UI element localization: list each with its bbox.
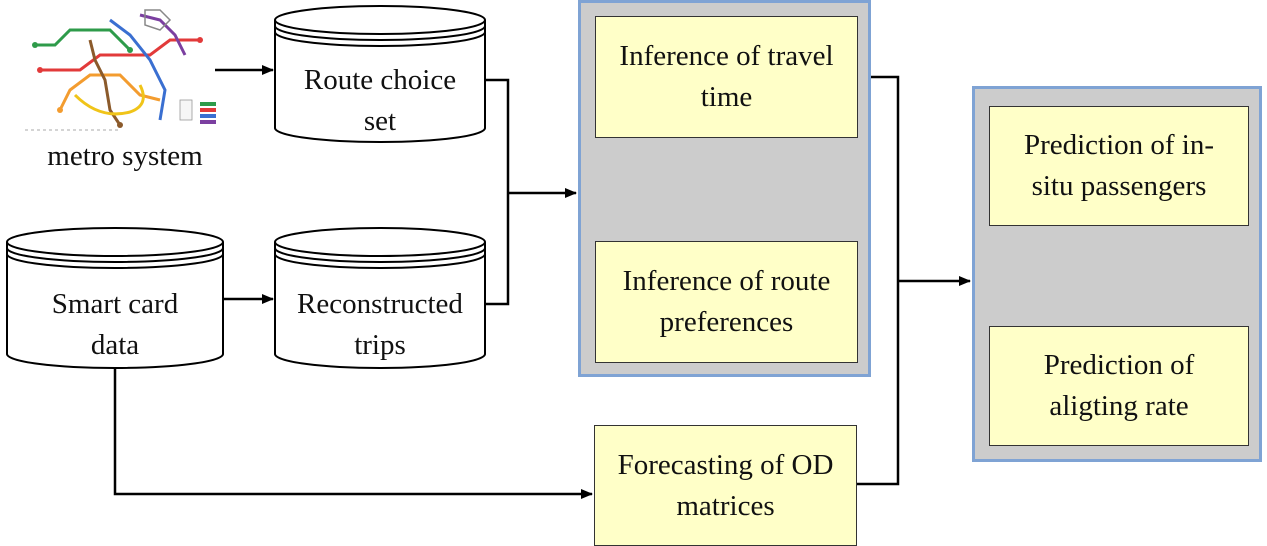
route-choice-set-database xyxy=(274,5,486,143)
smart-card-database xyxy=(6,227,224,369)
arrow-smartcard-to-forecast xyxy=(113,368,593,499)
inference-panel: Inference of travel time Inference of ro… xyxy=(578,0,871,377)
connectors xyxy=(113,65,971,499)
prediction-insitu-box: Prediction of in- situ passengers xyxy=(989,106,1249,226)
line-reconstructed-join xyxy=(485,193,510,306)
route-choice-set-label: Route choice set xyxy=(303,64,457,137)
prediction-panel: Prediction of in- situ passengers Predic… xyxy=(972,86,1262,462)
prediction-insitu-label: Prediction of in- situ passengers xyxy=(1023,129,1215,202)
smart-card-data-label: Smart card data xyxy=(51,288,179,361)
reconstructed-trips-label: Reconstructed trips xyxy=(297,288,463,361)
line-inference-out xyxy=(871,75,900,281)
prediction-alighting-box: Prediction of aligting rate xyxy=(989,326,1249,446)
inference-travel-time-box: Inference of travel time xyxy=(595,16,858,138)
line-route-choice-join xyxy=(485,78,510,193)
forecast-od-label: Forecasting of OD matrices xyxy=(617,448,834,522)
prediction-alighting-label: Prediction of aligting rate xyxy=(1043,349,1195,422)
line-forecast-out xyxy=(857,281,900,486)
metro-system-caption: metro system xyxy=(47,140,203,172)
metro-map-icon xyxy=(18,4,223,138)
reconstructed-trips-database xyxy=(274,227,486,369)
forecast-od-box: Forecasting of OD matrices xyxy=(594,425,857,546)
inference-route-preferences-label: Inference of route preferences xyxy=(622,265,831,338)
inference-travel-time-label: Inference of travel time xyxy=(619,40,834,113)
inference-route-preferences-box: Inference of route preferences xyxy=(595,241,858,363)
